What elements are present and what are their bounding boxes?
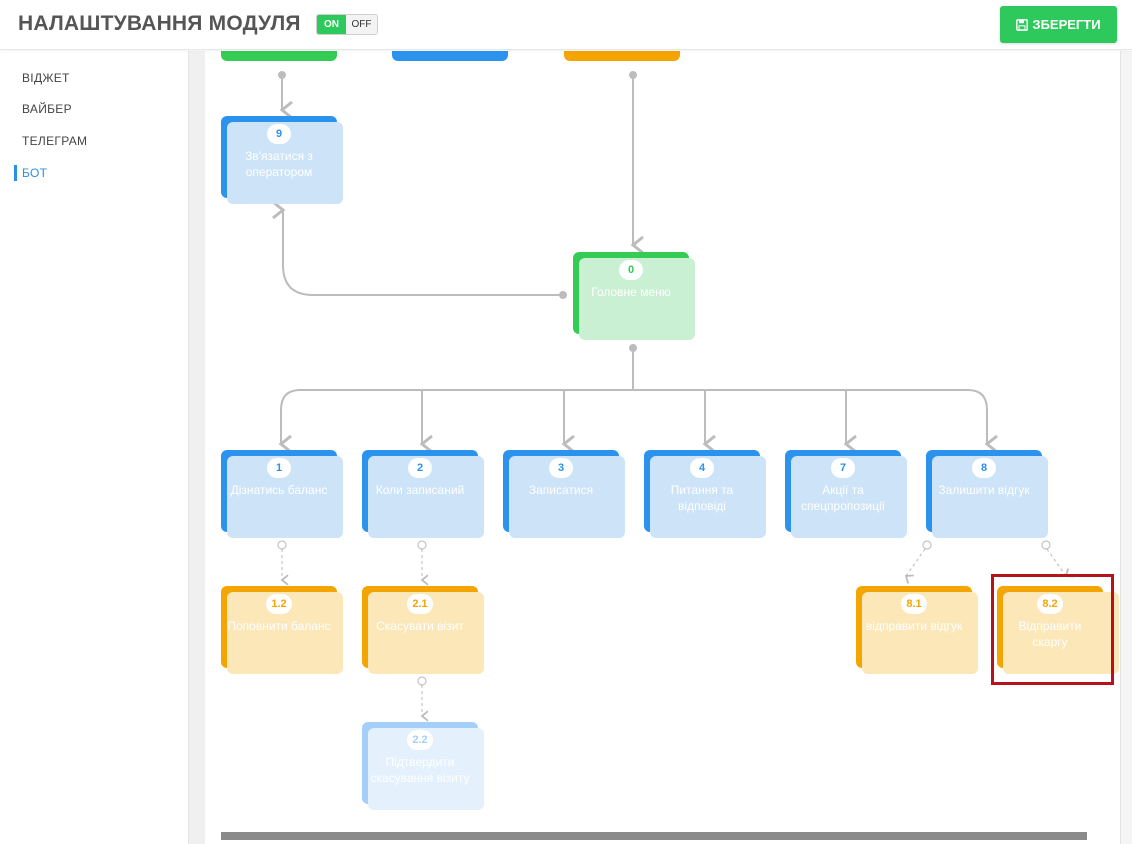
- node-label: Скасувати візит: [376, 619, 464, 633]
- node-1[interactable]: 1 Дізнатись баланс: [221, 450, 343, 538]
- floppy-disk-icon: [1016, 18, 1029, 31]
- sidebar: ВІДЖЕТ ВАЙБЕР ТЕЛЕГРАМ БОТ: [0, 51, 188, 844]
- node-2-2[interactable]: 2.2 Підтвердити скасування візиту: [362, 722, 484, 810]
- sidebar-item-viber[interactable]: ВАЙБЕР: [22, 102, 72, 116]
- node-stub-orange[interactable]: [564, 51, 680, 61]
- node-label: Питання та відповіді: [670, 483, 734, 513]
- node-7[interactable]: 7 Акції та спецпропозиції: [785, 450, 907, 538]
- node-0[interactable]: 0 Головне меню: [573, 252, 695, 340]
- save-button[interactable]: ЗБЕРЕГТИ: [1000, 6, 1117, 43]
- node-4[interactable]: 4 Питання та відповіді: [644, 450, 766, 538]
- sidebar-gutter: [188, 51, 205, 844]
- module-toggle[interactable]: ON OFF: [316, 14, 378, 35]
- sidebar-item-bot[interactable]: БОТ: [22, 166, 48, 180]
- node-number: 0: [619, 260, 643, 280]
- node-number: 4: [690, 458, 714, 478]
- node-label: Поповнити баланс: [227, 619, 331, 633]
- node-2[interactable]: 2 Коли записаний: [362, 450, 484, 538]
- node-number: 8: [972, 458, 996, 478]
- node-number: 1.2: [266, 594, 292, 614]
- toggle-off[interactable]: OFF: [346, 15, 377, 34]
- header-bar: НАЛАШТУВАННЯ МОДУЛЯ ON OFF ЗБЕРЕГТИ: [0, 0, 1132, 50]
- node-number: 1: [267, 458, 291, 478]
- node-stub-blue[interactable]: [392, 51, 508, 61]
- node-number: 8.2: [1037, 594, 1063, 614]
- node-label: Коли записаний: [375, 483, 465, 497]
- save-button-label: ЗБЕРЕГТИ: [1032, 17, 1101, 32]
- node-label: Відправити скаргу: [1018, 619, 1082, 649]
- node-label: Головне меню: [591, 285, 671, 299]
- node-label: Дізнатись баланс: [230, 483, 328, 497]
- node-label: Акції та спецпропозиції: [800, 483, 885, 513]
- node-8[interactable]: 8 Залишити відгук: [926, 450, 1048, 538]
- node-number: 2.2: [407, 730, 433, 750]
- sidebar-item-telegram[interactable]: ТЕЛЕГРАМ: [22, 134, 88, 148]
- flow-canvas: [205, 51, 1121, 844]
- node-stub-green[interactable]: [221, 51, 337, 61]
- node-8-1[interactable]: 8.1 відправити відгук: [856, 586, 978, 674]
- node-label: Підтвердити скасування візиту: [370, 755, 470, 785]
- node-label: відправити відгук: [865, 619, 963, 633]
- node-label: Зв'язатися з оператором: [245, 149, 313, 179]
- node-number: 8.1: [901, 594, 927, 614]
- node-3[interactable]: 3 Записатися: [503, 450, 625, 538]
- page-title: НАЛАШТУВАННЯ МОДУЛЯ: [18, 12, 301, 35]
- node-8-2[interactable]: 8.2 Відправити скаргу: [997, 586, 1119, 674]
- node-2-1[interactable]: 2.1 Скасувати візит: [362, 586, 484, 674]
- horizontal-scrollbar[interactable]: [221, 832, 1087, 840]
- right-gutter: [1121, 51, 1132, 844]
- node-number: 2.1: [407, 594, 433, 614]
- node-label: Залишити відгук: [938, 483, 1030, 497]
- toggle-on[interactable]: ON: [317, 15, 346, 34]
- node-number: 2: [408, 458, 432, 478]
- node-9[interactable]: 9 Зв'язатися з оператором: [221, 116, 343, 204]
- active-indicator: [14, 165, 17, 181]
- node-number: 3: [549, 458, 573, 478]
- node-number: 9: [267, 124, 291, 144]
- node-number: 7: [831, 458, 855, 478]
- sidebar-item-widget[interactable]: ВІДЖЕТ: [22, 71, 70, 85]
- node-label: Записатися: [528, 483, 594, 497]
- node-1-2[interactable]: 1.2 Поповнити баланс: [221, 586, 343, 674]
